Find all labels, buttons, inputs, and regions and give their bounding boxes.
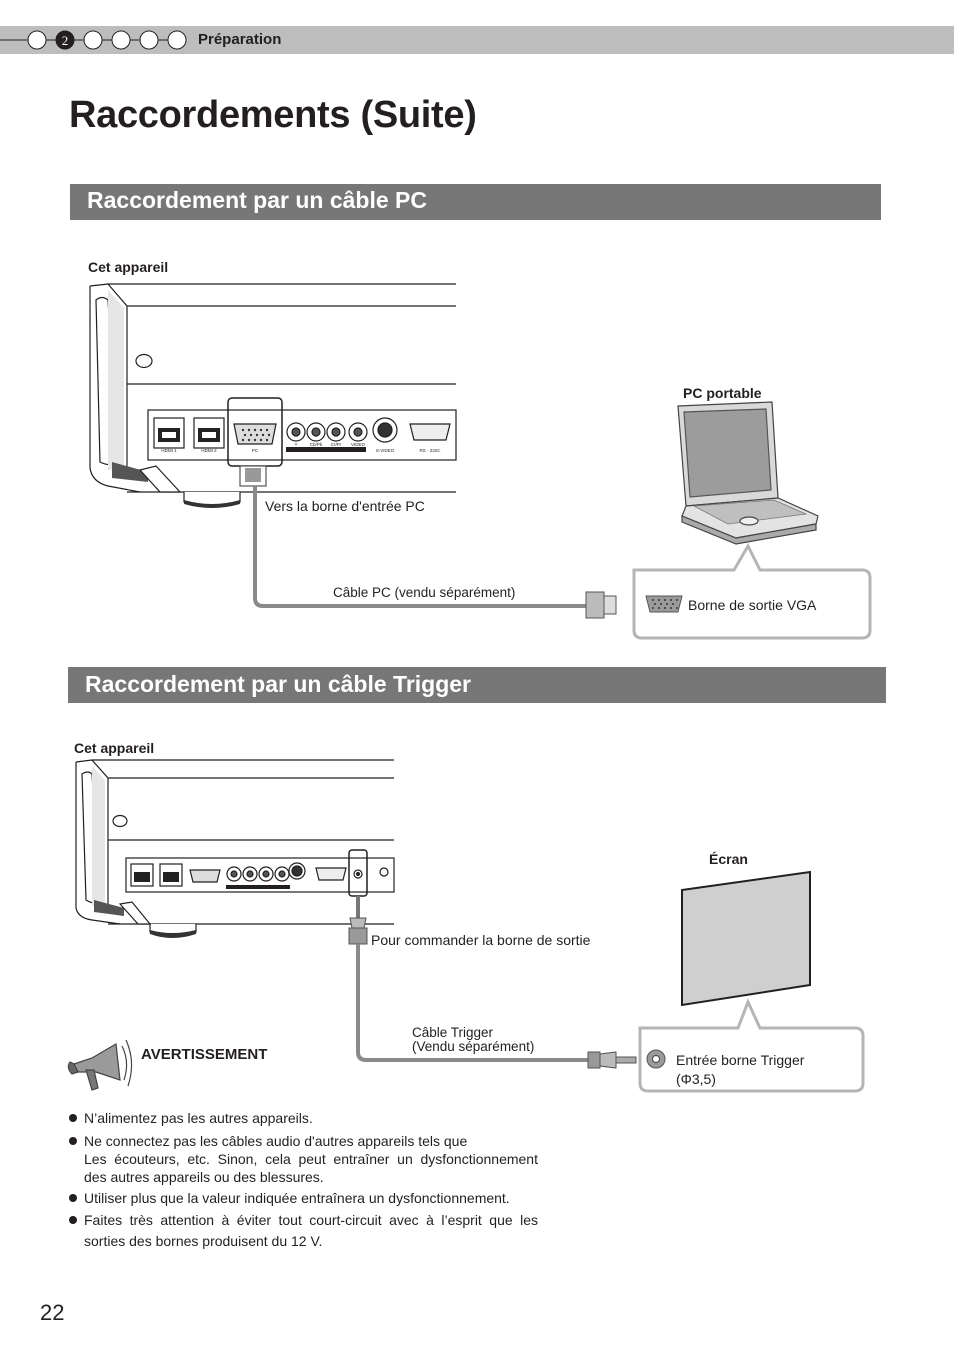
- trigger-cable: [356, 944, 590, 1062]
- svg-text:Y: Y: [294, 442, 297, 447]
- trigger-input-label-2: (Φ3,5): [676, 1071, 716, 1087]
- svg-text:Cb/Pb: Cb/Pb: [310, 442, 323, 447]
- svg-text:PC: PC: [252, 448, 259, 453]
- pc-cable-label: Câble PC (vendu séparément): [333, 585, 516, 600]
- page-number: 22: [40, 1300, 65, 1325]
- warning-line: Les écouteurs, etc. Sinon, cela peut ent…: [84, 1151, 538, 1167]
- projector-rear-illustration: [89, 283, 457, 508]
- warning-line: N’alimentez pas les autres appareils.: [84, 1110, 313, 1126]
- svg-text:VIDEO: VIDEO: [351, 442, 366, 447]
- warning-item: N’alimentez pas les autres appareils.: [68, 1108, 538, 1128]
- warning-line: Utiliser plus que la valeur indiquée ent…: [84, 1190, 510, 1206]
- trigger-input-label-1: Entrée borne Trigger: [676, 1052, 805, 1068]
- screen-label: Écran: [709, 851, 748, 867]
- bullet-icon: [69, 1216, 77, 1224]
- pc-portable-label: PC portable: [683, 385, 762, 401]
- warning-line: des autres appareils ou des blessures.: [84, 1169, 324, 1185]
- warning-line: sorties des bornes produisent du 12 V.: [84, 1233, 323, 1249]
- pc-input-label: Vers la borne d'entrée PC: [265, 498, 425, 514]
- warning-list: N’alimentez pas les autres appareils. Ne…: [68, 1108, 538, 1252]
- vga-port-icon: [645, 595, 683, 613]
- svg-text:S-VIDEO: S-VIDEO: [376, 448, 395, 453]
- vga-output-label: Borne de sortie VGA: [688, 597, 817, 613]
- trigger-callout: [638, 998, 865, 1093]
- vga-callout: [632, 542, 872, 640]
- device-label-pc: Cet appareil: [88, 259, 169, 275]
- section-label: Préparation: [198, 31, 282, 48]
- section-heading-pc: Raccordement par un câble PC: [70, 184, 881, 220]
- trigger-cable-label-1: Câble Trigger: [412, 1025, 494, 1040]
- chapter-active-icon: [55, 30, 75, 50]
- svg-text:Cr/Pr: Cr/Pr: [331, 442, 342, 447]
- vga-plug-icon: [585, 591, 617, 619]
- chapter-indicator: 2: [0, 30, 187, 50]
- trigger-cable-label-2: (Vendu séparément): [412, 1039, 535, 1054]
- svg-text:RS - 232C: RS - 232C: [419, 448, 441, 453]
- mini-jack-icon: [587, 1051, 637, 1069]
- trigger-plug-icon: [348, 896, 368, 945]
- warning-item: Ne connectez pas les câbles audio d'autr…: [68, 1132, 538, 1186]
- warning-line: Faites très attention à éviter tout cour…: [84, 1212, 538, 1228]
- projector-rear-illustration-trigger: [75, 759, 395, 938]
- warning-heading: AVERTISSEMENT: [141, 1046, 268, 1063]
- laptop-icon: [677, 401, 819, 545]
- screen-icon: [681, 870, 811, 1007]
- trigger-jack-icon: [646, 1049, 666, 1069]
- page-title: Raccordements (Suite): [69, 94, 477, 136]
- section-heading-trigger: Raccordement par un câble Trigger: [68, 667, 886, 703]
- trigger-control-label: Pour commander la borne de sortie: [371, 932, 591, 948]
- svg-text:2: 2: [62, 33, 69, 48]
- bullet-icon: [69, 1137, 77, 1145]
- bullet-icon: [69, 1194, 77, 1202]
- pc-cable: [253, 486, 586, 608]
- warning-item: Utiliser plus que la valeur indiquée ent…: [68, 1188, 538, 1208]
- port-labels: HDMI 1 HDMI 2 PC Y Cb/Pb Cr/Pr VIDEO S-V…: [161, 442, 441, 453]
- megaphone-icon: [67, 1039, 133, 1091]
- svg-text:HDMI 1: HDMI 1: [161, 448, 177, 453]
- device-label-trigger: Cet appareil: [74, 740, 155, 756]
- warning-item: Faites très attention à éviter tout cour…: [68, 1210, 538, 1252]
- svg-text:HDMI 2: HDMI 2: [201, 448, 217, 453]
- warning-line: Ne connectez pas les câbles audio d'autr…: [84, 1133, 468, 1149]
- bullet-icon: [69, 1114, 77, 1122]
